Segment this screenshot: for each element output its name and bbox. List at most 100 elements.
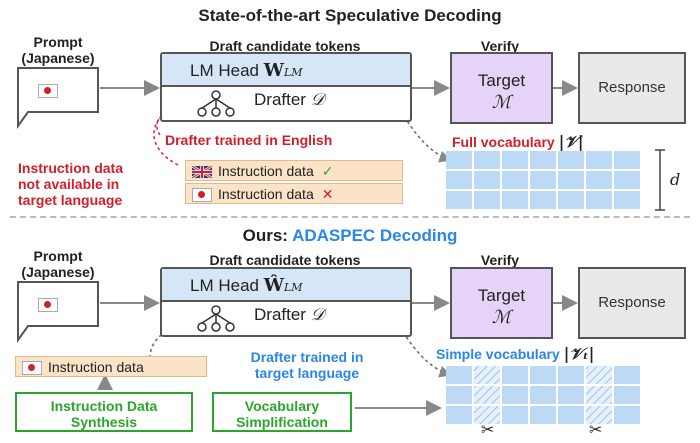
jp-flag-icon: [22, 361, 42, 376]
grid-cell-removed: [474, 366, 500, 384]
grid-cell: [530, 171, 556, 189]
top-drafter: Drafter 𝒟: [162, 90, 410, 110]
top-drafter-note: Drafter trained in English: [165, 132, 333, 148]
synthesis-box: Instruction Data Synthesis: [15, 392, 193, 432]
check-icon: ✓: [321, 163, 334, 179]
grid-cell: [586, 151, 612, 169]
grid-cell-removed: [586, 386, 612, 404]
grid-cell: [502, 171, 528, 189]
synthesis-line1: Instruction Data: [50, 398, 158, 414]
grid-cell: [474, 151, 500, 169]
target-symbol: ℳ: [491, 92, 512, 113]
grid-cell: [558, 191, 584, 209]
grid-cell: [614, 406, 640, 424]
bottom-title-accent: ADASPEC Decoding: [292, 226, 458, 245]
grid-cell: [614, 171, 640, 189]
grid-cell: [502, 406, 528, 424]
instr-en-label: Instruction data: [218, 163, 314, 179]
grid-cell-removed: [586, 366, 612, 384]
target-label: Target: [477, 71, 526, 90]
top-instr-jp: Instruction data✕: [185, 183, 403, 204]
section-divider: [10, 216, 690, 218]
dotted-instr-to-drafter-top: [153, 117, 179, 166]
top-draft-label: Draft candidate tokens: [209, 38, 361, 54]
scissors-icon-2: ✂: [589, 422, 603, 439]
bottom-draft-label: Draft candidate tokens: [209, 252, 361, 268]
top-title: State-of-the-art Speculative Decoding: [198, 6, 502, 25]
vocab-symbol: |𝒱ₜ|: [563, 344, 595, 363]
synthesis-line2: Synthesis: [70, 414, 138, 430]
grid-cell: [446, 191, 472, 209]
grid-cell: [558, 386, 584, 404]
vocab-symbol: |𝒱|: [558, 132, 584, 151]
missing-line3: target language: [18, 192, 123, 208]
weight-symbol: Ŵ: [263, 275, 284, 296]
top-prompt-bubble: [17, 67, 99, 130]
network-icon: [197, 305, 235, 332]
vocab-grid-simple: [446, 366, 640, 424]
grid-cell: [446, 386, 472, 404]
grid-cell: [614, 366, 640, 384]
drafter-note-line2: target language: [254, 365, 360, 381]
network-icon: [197, 90, 235, 117]
top-target-box: Target ℳ: [450, 52, 553, 124]
top-dim-label: d: [670, 170, 681, 189]
bottom-drafter: Drafter 𝒟: [162, 305, 410, 325]
top-missing-note: Instruction data not available in target…: [18, 160, 123, 208]
grid-cell-removed: [474, 386, 500, 404]
grid-cell: [502, 386, 528, 404]
bottom-title: Ours: ADASPEC Decoding: [0, 226, 700, 246]
instr-jp-label: Instruction data: [48, 359, 144, 375]
grid-cell: [558, 151, 584, 169]
bottom-lm-head: LM Head ŴLM: [162, 269, 410, 302]
dotted-lmhead-to-grid-top: [382, 79, 452, 163]
bottom-instr-jp: Instruction data: [15, 356, 207, 377]
bottom-vocab-label: Simple vocabulary |𝒱ₜ|: [436, 344, 595, 364]
uk-flag-icon: [192, 166, 212, 179]
grid-cell: [558, 366, 584, 384]
grid-cell: [586, 191, 612, 209]
lm-head-label: LM Head: [190, 276, 259, 295]
grid-cell: [446, 406, 472, 424]
bottom-prompt-bubble: [17, 281, 99, 344]
grid-cell: [530, 151, 556, 169]
top-vocab-label: Full vocabulary |𝒱|: [452, 132, 584, 152]
grid-cell: [558, 406, 584, 424]
grid-cell: [474, 191, 500, 209]
grid-cell: [474, 171, 500, 189]
jp-flag-icon: [192, 188, 212, 203]
grid-cell: [502, 191, 528, 209]
missing-line1: Instruction data: [18, 160, 124, 176]
simplification-line2: Simplification: [236, 414, 328, 430]
vocab-label: Full vocabulary: [452, 134, 555, 150]
grid-cell: [502, 151, 528, 169]
grid-cell: [530, 191, 556, 209]
top-instr-en: Instruction data ✓: [185, 160, 403, 181]
top-vocab-grid: [445, 150, 645, 217]
bottom-prompt-label: Prompt (Japanese): [8, 248, 108, 280]
prompt-flag-icon-top: [38, 82, 64, 100]
cross-icon: ✕: [321, 186, 334, 202]
grid-cell: [446, 366, 472, 384]
grid-cell: [614, 191, 640, 209]
lm-head-label: LM Head: [190, 61, 259, 80]
bottom-target-box: Target ℳ: [450, 267, 553, 339]
weight-symbol: W: [263, 60, 284, 81]
bottom-draft-box: LM Head ŴLM Drafter 𝒟: [160, 267, 412, 337]
bottom-drafter-note: Drafter trained in target language: [222, 349, 392, 381]
vocab-label: Simple vocabulary: [436, 346, 560, 362]
grid-cell: [614, 386, 640, 404]
weight-subscript: LM: [283, 281, 303, 294]
simplification-box: Vocabulary Simplification: [212, 392, 352, 432]
grid-cell-removed: [474, 406, 500, 424]
top-draft-box: LM Head WLM Drafter 𝒟: [160, 52, 412, 122]
missing-line2: not available in: [18, 176, 120, 192]
prompt-label-line2: (Japanese): [21, 50, 95, 66]
prompt-label-line1: Prompt: [33, 248, 83, 264]
grid-cell: [530, 386, 556, 404]
drafter-label: Drafter: [254, 90, 306, 109]
prompt-flag-icon-bottom: [38, 296, 64, 314]
scissors-icon-1: ✂: [481, 422, 495, 439]
grid-cell: [530, 406, 556, 424]
